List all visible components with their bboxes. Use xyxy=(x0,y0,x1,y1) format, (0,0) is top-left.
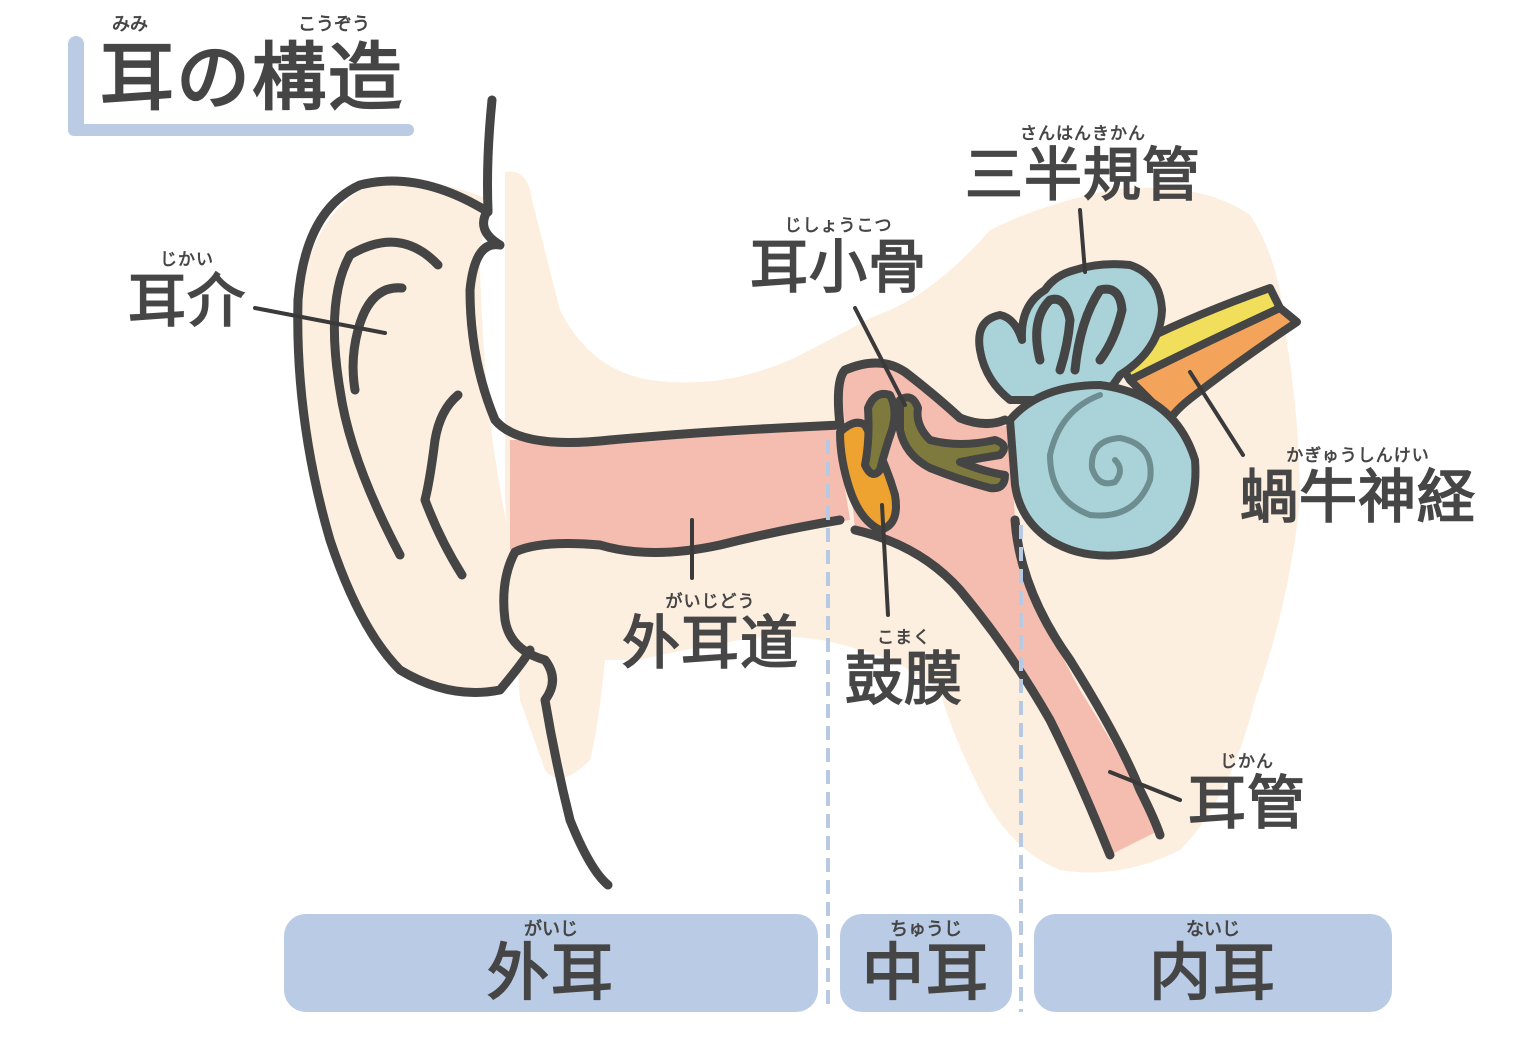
semicircular-canal-loop-2 xyxy=(1070,284,1127,375)
antihelix-curve xyxy=(348,283,407,395)
eustachian-tube-upper-wall xyxy=(850,525,1115,860)
eustachian-tube-lower-wall xyxy=(1010,515,1165,840)
section-middle-ear-ruby: ちゅうじ xyxy=(890,919,962,940)
kanji-ossicles: 耳小骨 xyxy=(750,233,928,301)
ruby-ossicles: じしょうこつ xyxy=(784,216,893,236)
ruby-ear-canal: がいじどう xyxy=(665,592,756,612)
label-eustachian-tube: じかん 耳管 xyxy=(1188,752,1306,834)
ruby-semicircular-canals: さんはんきかん xyxy=(1020,124,1146,144)
leader-auricle xyxy=(253,306,387,335)
section-inner-ear-ruby: ないじ xyxy=(1186,919,1240,940)
helix-inner-curve xyxy=(329,237,443,560)
label-cochlear-nerve: かぎゅうしんけい 蝸牛神経 xyxy=(1240,446,1476,528)
leader-semicircular xyxy=(1078,208,1087,274)
kanji-auricle: 耳介 xyxy=(128,267,247,335)
kanji-eardrum: 鼓膜 xyxy=(845,645,964,713)
title-accent-bar xyxy=(68,36,84,136)
middle-ear-fill xyxy=(840,362,1160,855)
ear-canal-fill xyxy=(510,425,850,551)
label-eardrum: こまく 鼓膜 xyxy=(845,628,963,710)
section-outer-ear-label: 外耳 xyxy=(486,936,615,1009)
ruby-eustachian-tube: じかん xyxy=(1220,752,1274,772)
semicircular-canal-loop-1 xyxy=(1032,294,1075,375)
label-auricle: じかい 耳介 xyxy=(128,250,246,332)
cochlea-shape xyxy=(1005,380,1200,560)
auricle-outer-rim xyxy=(293,176,535,697)
kanji-ear-canal: 外耳道 xyxy=(622,609,800,677)
section-outer-ear: がいじ 外耳 xyxy=(284,914,818,1012)
middle-ear-upper-wall xyxy=(833,358,1010,430)
ruby-cochlear-nerve: かぎゅうしんけい xyxy=(1286,446,1430,466)
leader-eardrum xyxy=(880,503,890,617)
section-inner-ear: ないじ 内耳 xyxy=(1034,914,1392,1012)
title-ruby-kouzou: こうぞう xyxy=(298,14,370,35)
auricle-skin xyxy=(298,182,524,690)
title-underline xyxy=(68,124,414,136)
leader-ossicles xyxy=(853,306,907,407)
leader-eustachian xyxy=(1108,770,1182,802)
kanji-eustachian-tube: 耳管 xyxy=(1188,769,1307,837)
section-outer-ear-ruby: がいじ xyxy=(524,919,578,940)
label-ossicles: じしょうこつ 耳小骨 xyxy=(750,216,927,298)
kanji-semicircular-canals: 三半規管 xyxy=(965,141,1202,209)
leader-cochlear-nerve xyxy=(1188,370,1245,457)
ruby-auricle: じかい xyxy=(160,250,214,270)
section-inner-ear-label: 内耳 xyxy=(1148,936,1277,1009)
ear-canal-lower-wall xyxy=(499,515,845,890)
label-semicircular-canals: さんはんきかん 三半規管 xyxy=(965,124,1201,206)
section-middle-ear: ちゅうじ 中耳 xyxy=(840,914,1012,1012)
ossicles-shape xyxy=(861,389,1009,493)
kanji-cochlear-nerve: 蝸牛神経 xyxy=(1240,463,1477,531)
title-ruby: みみ こうぞう xyxy=(100,14,404,36)
label-ear-canal: がいじどう 外耳道 xyxy=(622,592,799,674)
title-text: 耳の構造 xyxy=(100,35,404,121)
title-ruby-mimi: みみ xyxy=(112,14,148,35)
cochlea-spiral xyxy=(1046,392,1154,519)
section-middle-ear-label: 中耳 xyxy=(861,936,990,1009)
concha-curve xyxy=(420,390,467,580)
ruby-eardrum: こまく xyxy=(877,628,931,648)
page-title: みみ こうぞう 耳の構造 xyxy=(100,14,404,120)
